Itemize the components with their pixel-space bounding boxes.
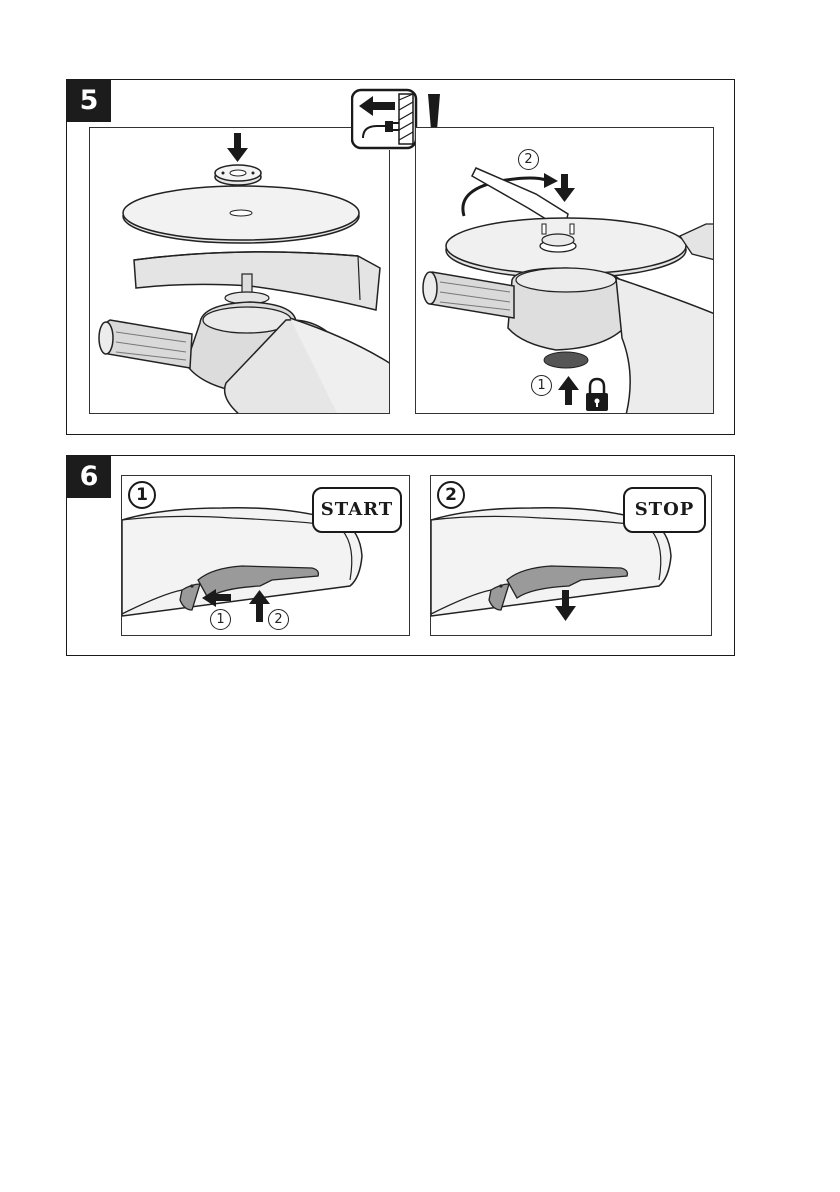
- flange-nut: [215, 165, 261, 185]
- down-arrow-icon: [554, 174, 575, 202]
- grinder-tighten-illustration: [416, 128, 714, 414]
- callout-2: 2: [268, 609, 289, 630]
- cutting-disc: [123, 186, 359, 243]
- stop-panel: 2 STOP: [430, 475, 712, 636]
- step-number-2: 2: [437, 481, 465, 509]
- up-arrow-icon: [558, 376, 579, 405]
- step-5-left-panel: [89, 127, 390, 414]
- side-handle: [423, 272, 514, 318]
- wrench-icon: [472, 168, 568, 224]
- down-arrow-icon: [227, 133, 248, 162]
- step-5-badge: 5: [67, 80, 111, 122]
- padlock-icon: [586, 379, 608, 411]
- callout-1: 1: [210, 609, 231, 630]
- step-6-badge: 6: [67, 456, 111, 498]
- step-number-1: 1: [128, 481, 156, 509]
- grinder-disc-mount-illustration: [90, 128, 390, 414]
- step-5-right-panel: 2 1: [415, 127, 714, 414]
- start-panel: 1 START 1 2: [121, 475, 410, 636]
- stop-label: STOP: [623, 487, 706, 533]
- start-label: START: [312, 487, 402, 533]
- step-5-section: 5: [66, 79, 735, 435]
- step-6-section: 6 1 START 1 2: [66, 455, 735, 656]
- callout-1: 1: [531, 375, 552, 396]
- callout-2: 2: [518, 149, 539, 170]
- side-handle: [99, 320, 192, 368]
